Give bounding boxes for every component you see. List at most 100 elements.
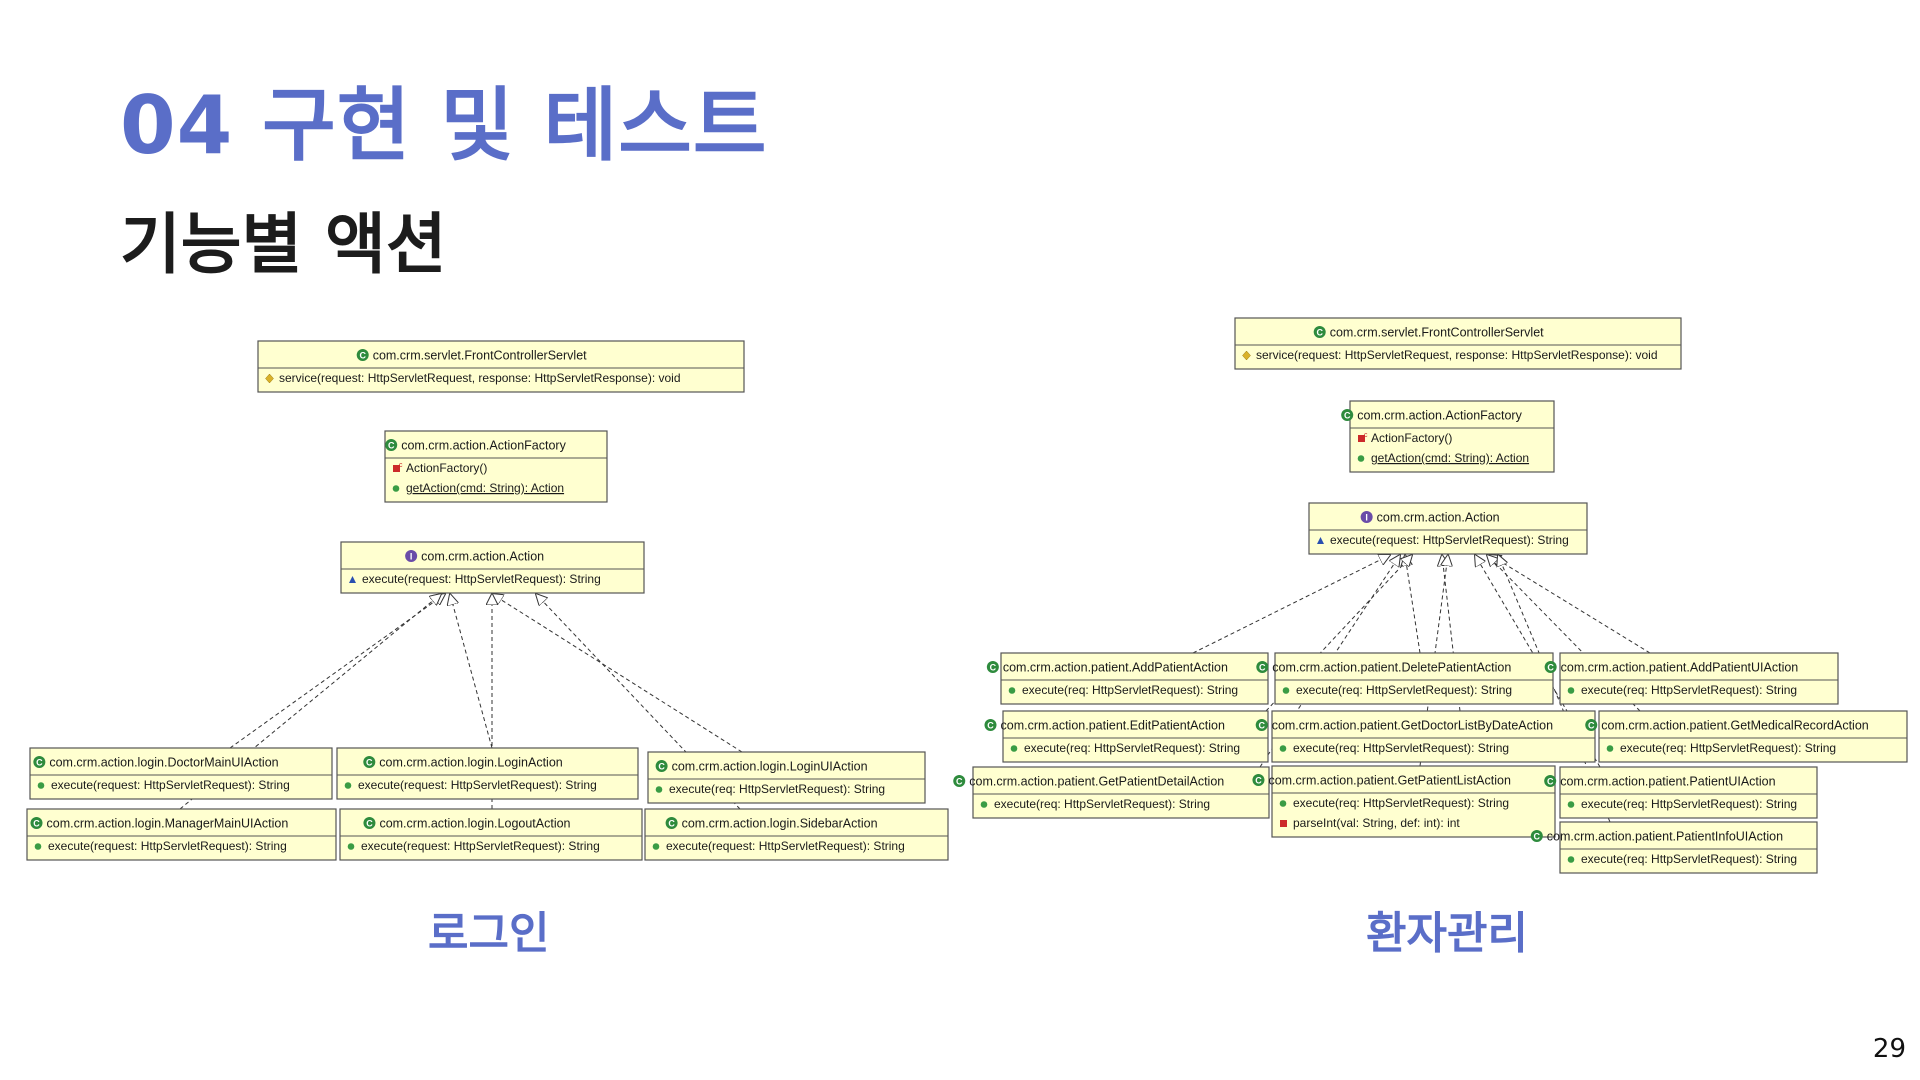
class-name: com.crm.action.Action [1377,511,1500,525]
method-signature: execute(req: HttpServletRequest): String [669,782,885,796]
class-box [1559,821,1818,874]
svg-text:C: C [1259,663,1266,673]
svg-text:C: C [1255,776,1262,786]
class-name: com.crm.action.patient.PatientUIAction [1560,775,1775,789]
class-box [29,747,333,800]
svg-text:I: I [410,552,413,562]
method-signature: execute(req: HttpServletRequest): String [1581,852,1797,866]
class-box [972,766,1270,819]
public-method-icon [1567,856,1575,863]
class-box [384,430,608,503]
class-box [1349,400,1555,473]
public-method-icon [1008,687,1016,694]
abstract-method-icon [349,576,356,583]
public-method-icon [347,843,355,850]
class-name: com.crm.action.patient.PatientInfoUIActi… [1547,830,1783,844]
class-box [1234,317,1682,370]
class-name: com.crm.action.login.SidebarAction [682,817,878,831]
public-method-icon [1010,745,1018,752]
class-name: com.crm.action.login.LogoutAction [379,817,570,831]
class-name: com.crm.action.patient.GetMedicalRecordA… [1601,719,1869,733]
class-box [644,808,949,861]
page-subtitle: 기능별 액션 [120,206,447,283]
svg-text:C: C [987,721,994,731]
class-icon: C [363,817,376,829]
class-icon: C [1341,409,1354,421]
method-signature: execute(req: HttpServletRequest): String [1293,741,1509,755]
svg-text:C: C [990,663,997,673]
class-box [647,751,926,804]
class-icon: C [953,775,966,787]
method-signature: execute(req: HttpServletRequest): String [1581,683,1797,697]
method-signature: execute(request: HttpServletRequest): St… [51,778,290,792]
class-icon: C [655,760,668,772]
class-name: com.crm.action.patient.GetPatientListAct… [1268,774,1511,788]
interface-icon: I [1360,511,1373,523]
class-name: com.crm.action.ActionFactory [1357,409,1522,423]
public-method-icon [37,782,45,789]
svg-text:C: C [658,762,665,772]
public-method-icon [655,786,663,793]
svg-text:C: C [956,777,963,787]
class-name: com.crm.servlet.FrontControllerServlet [1330,326,1544,340]
svg-text:C: C [1258,721,1265,731]
class-box [1274,652,1554,705]
implements-edge [1442,555,1461,712]
protected-method-icon [265,373,274,384]
svg-text:C: C [1316,328,1323,338]
method-signature: execute(req: HttpServletRequest): String [1293,796,1509,810]
method-signature: service(request: HttpServletRequest, res… [279,371,681,385]
class-name: com.crm.action.patient.GetPatientDetailA… [969,775,1224,789]
class-icon: C [1313,326,1326,338]
svg-text:C: C [1534,832,1541,842]
svg-text:C: C [366,758,373,768]
method-signature: execute(request: HttpServletRequest): St… [48,839,287,853]
method-signature: execute(req: HttpServletRequest): String [1296,683,1512,697]
public-method-icon [1606,745,1614,752]
method-signature: execute(req: HttpServletRequest): String [1024,741,1240,755]
public-method-icon [34,843,42,850]
svg-text:I: I [1365,513,1368,523]
class-icon: C [665,817,678,829]
method-signature: execute(request: HttpServletRequest): St… [358,778,597,792]
class-name: com.crm.action.patient.EditPatientAction [1001,719,1225,733]
class-icon: C [363,756,376,768]
interface-icon: I [405,550,418,562]
implements-edge [1405,555,1421,654]
class-box [1271,710,1596,763]
class-box [1559,766,1818,819]
method-signature: execute(request: HttpServletRequest): St… [666,839,905,853]
class-name: com.crm.action.patient.AddPatientUIActio… [1561,661,1799,675]
class-icon: C [1256,661,1269,673]
class-icon: C [30,817,43,829]
method-signature: getAction(cmd: String): Action [1371,451,1529,465]
ctor-method-icon: c [1358,432,1368,442]
class-icon: C [385,439,398,451]
method-signature: execute(req: HttpServletRequest): String [1022,683,1238,697]
public-method-icon [652,843,660,850]
svg-text:C: C [33,819,40,829]
implements-edge [492,594,743,753]
method-signature: service(request: HttpServletRequest, res… [1256,348,1658,362]
method-signature: execute(req: HttpServletRequest): String [1620,741,1836,755]
public-method-icon [1279,745,1287,752]
method-signature: ActionFactory() [1371,431,1452,445]
private-method-icon [1280,820,1287,827]
